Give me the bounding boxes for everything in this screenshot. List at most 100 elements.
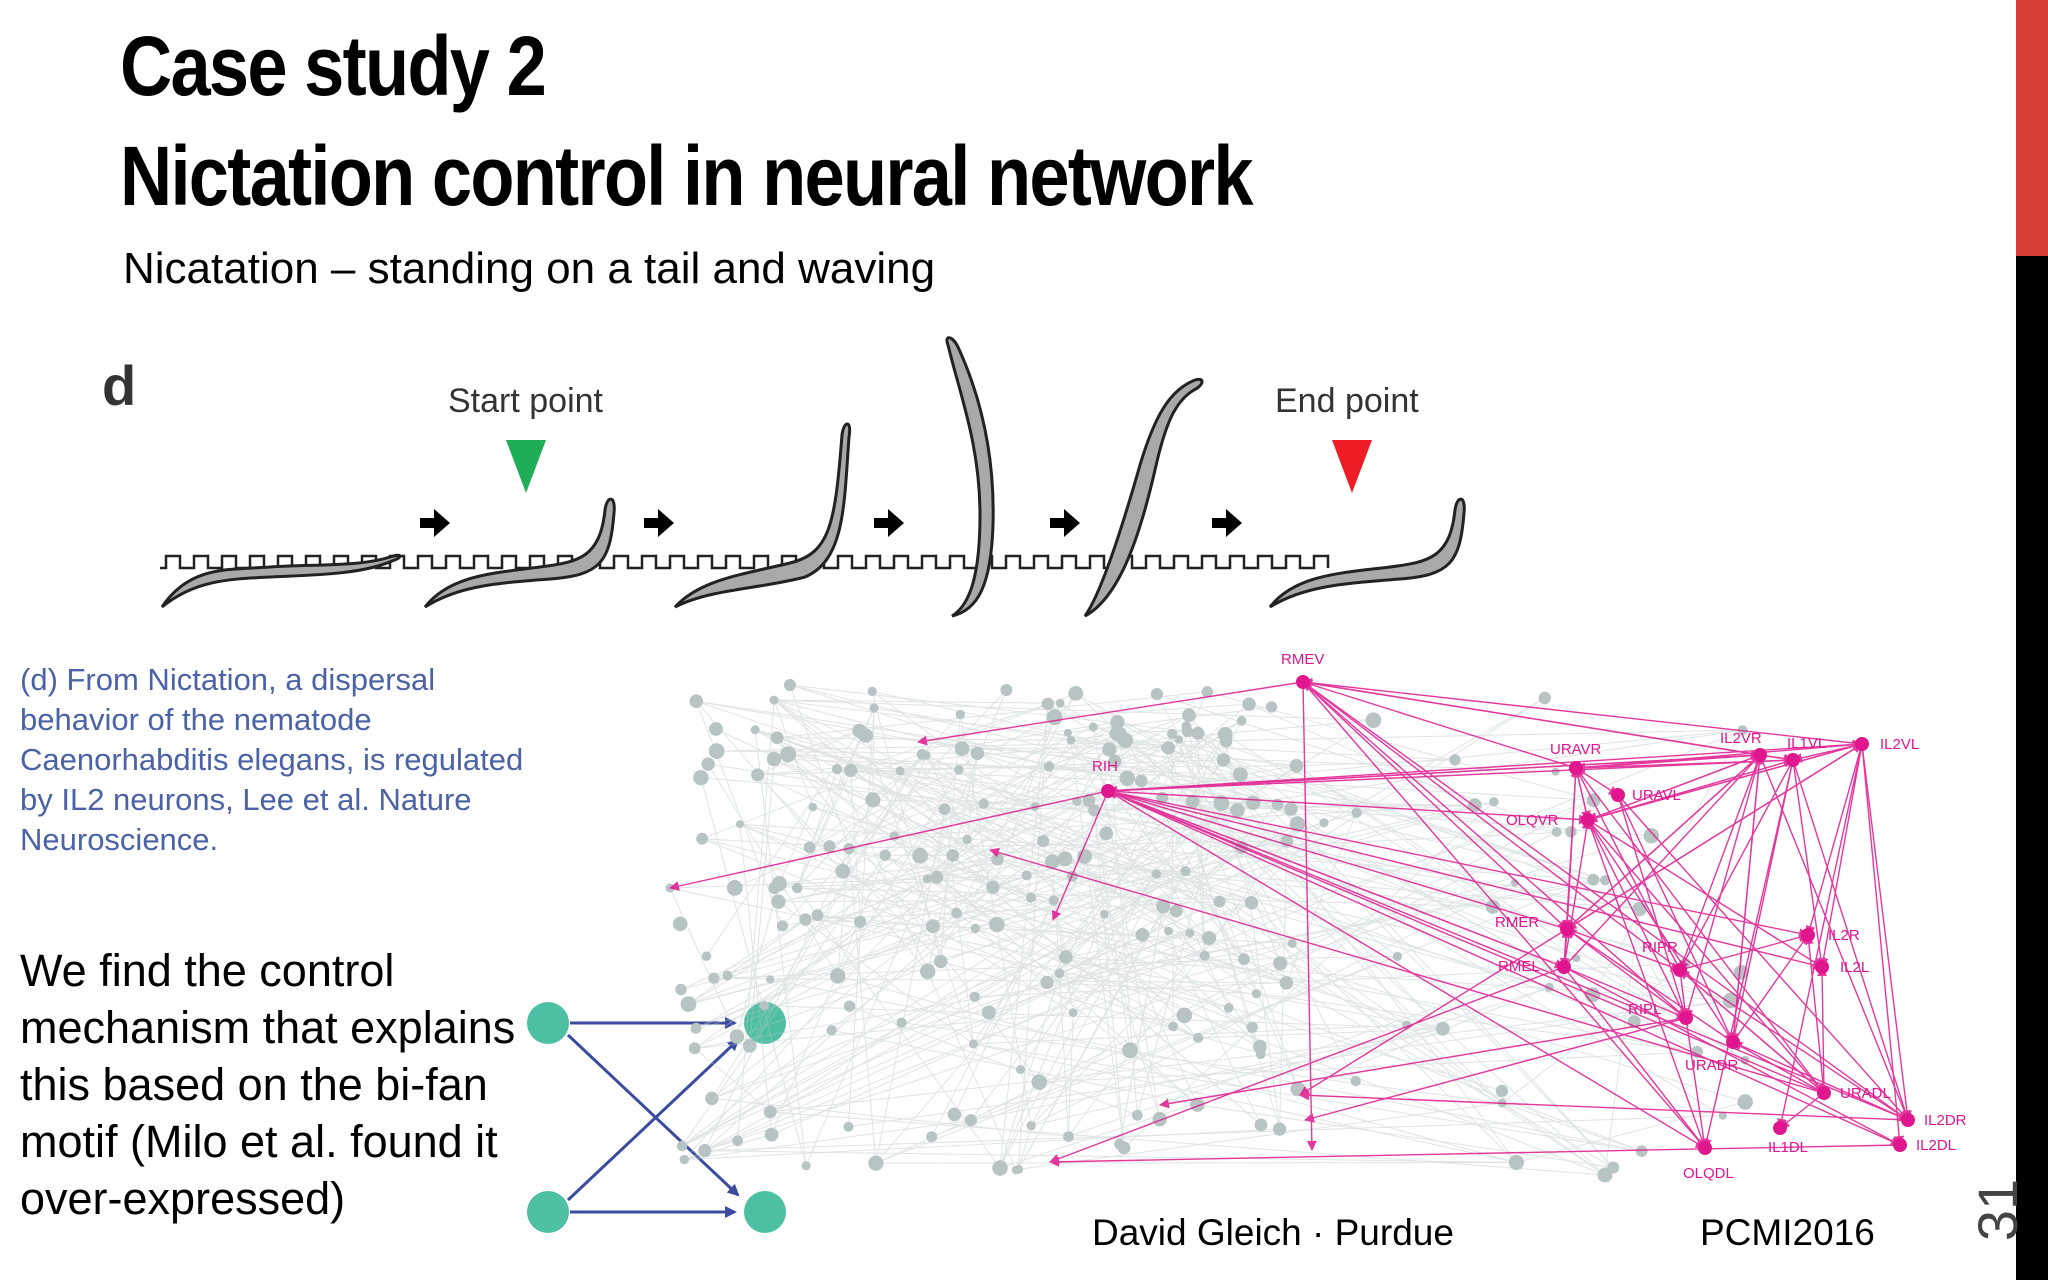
background-edge bbox=[962, 747, 1165, 750]
background-neuron bbox=[679, 1154, 689, 1165]
highlight-edge bbox=[1818, 743, 1863, 968]
highlight-edge bbox=[1566, 928, 1734, 1043]
background-neuron bbox=[698, 1144, 712, 1158]
highlight-edge bbox=[1159, 1017, 1687, 1109]
background-neuron bbox=[1238, 953, 1250, 966]
highlight-nodes bbox=[1101, 675, 1915, 1155]
highlight-edge bbox=[669, 790, 1109, 891]
background-edge bbox=[711, 932, 1190, 1099]
highlight-edge bbox=[1805, 743, 1863, 936]
background-edge bbox=[953, 900, 1055, 1115]
background-edge bbox=[997, 858, 1407, 1026]
neuron-label: OLQDL bbox=[1683, 1165, 1734, 1182]
background-neuron bbox=[1223, 1002, 1234, 1013]
background-edge bbox=[1068, 1012, 1074, 1137]
background-edge bbox=[921, 753, 1199, 1039]
background-edge bbox=[848, 1000, 1731, 1128]
highlight-edge bbox=[1107, 790, 1809, 939]
highlight-edge bbox=[1617, 794, 1689, 1019]
background-neuron bbox=[1718, 1111, 1727, 1120]
highlight-edge bbox=[1732, 754, 1765, 1043]
background-edge bbox=[1064, 858, 1614, 1168]
background-edge bbox=[1084, 856, 1161, 1120]
background-edge bbox=[773, 758, 1253, 1028]
background-edge bbox=[1046, 697, 1546, 983]
background-edge bbox=[1188, 715, 1206, 956]
background-neuron bbox=[970, 923, 980, 934]
neuron-uravr bbox=[1569, 761, 1583, 775]
neuron-il2l bbox=[1815, 960, 1829, 974]
background-edge bbox=[778, 806, 814, 884]
background-neuron bbox=[1185, 928, 1195, 938]
background-edge bbox=[695, 700, 929, 972]
neuron-label: URAVR bbox=[1550, 741, 1602, 758]
background-edge bbox=[1084, 856, 1198, 1105]
background-nodes bbox=[665, 679, 1753, 1183]
background-edge bbox=[1072, 958, 1245, 1014]
background-neuron bbox=[955, 709, 965, 720]
background-neuron bbox=[1046, 709, 1063, 726]
background-edge bbox=[1576, 957, 1746, 1061]
background-edge bbox=[755, 729, 1186, 872]
body-line: We find the control bbox=[20, 945, 395, 996]
background-neuron bbox=[969, 991, 980, 1002]
background-edge bbox=[1084, 856, 1731, 1001]
background-neuron bbox=[831, 763, 843, 775]
background-edge bbox=[773, 758, 1241, 776]
background-edge bbox=[973, 1043, 1517, 1163]
background-edge bbox=[1241, 831, 1572, 848]
neuron-label: RIPR bbox=[1642, 939, 1678, 956]
background-edge bbox=[1075, 693, 1606, 1176]
background-neuron bbox=[1185, 794, 1200, 809]
background-neuron bbox=[1273, 956, 1288, 971]
bifan-motif-diagram bbox=[527, 1002, 786, 1233]
background-edge bbox=[871, 690, 1164, 907]
worm-3 bbox=[673, 422, 852, 609]
slide-title-line1: Case study 2 bbox=[120, 19, 547, 113]
background-edge bbox=[694, 801, 1495, 1030]
background-neuron bbox=[895, 766, 905, 776]
background-neuron bbox=[925, 919, 940, 934]
motif-node bbox=[744, 1002, 786, 1044]
background-edge bbox=[1197, 733, 1206, 956]
background-neuron bbox=[1099, 826, 1114, 841]
slide-subtitle: Nicatation – standing on a tail and wavi… bbox=[123, 244, 936, 293]
highlight-edge bbox=[1776, 743, 1863, 1129]
body-line: this based on the bi-fan bbox=[20, 1059, 488, 1110]
background-edge bbox=[1046, 734, 1226, 983]
background-edge bbox=[797, 887, 1493, 908]
background-edge bbox=[1046, 802, 1222, 983]
background-edge bbox=[1018, 1125, 1032, 1170]
background-neuron bbox=[1156, 899, 1171, 914]
background-neuron bbox=[688, 1042, 701, 1055]
background-edge bbox=[956, 693, 1077, 914]
background-neuron bbox=[1508, 1154, 1524, 1171]
background-neuron bbox=[1037, 834, 1050, 848]
sidebar-accent-red bbox=[2016, 0, 2048, 256]
highlight-edge bbox=[1563, 966, 1687, 1020]
highlight-edge bbox=[1302, 681, 1317, 1151]
background-edge bbox=[970, 873, 1157, 1121]
background-neuron bbox=[1180, 866, 1191, 877]
background-neuron bbox=[801, 1161, 811, 1171]
background-edge bbox=[1197, 732, 1640, 910]
background-neuron bbox=[823, 840, 836, 853]
background-edge bbox=[704, 823, 1298, 1152]
background-edge bbox=[837, 769, 960, 977]
neuron-ripr bbox=[1673, 963, 1687, 977]
background-neuron bbox=[946, 849, 959, 862]
neuron-label: URADR bbox=[1685, 1057, 1739, 1074]
background-edge bbox=[875, 955, 1398, 1164]
background-neuron bbox=[1031, 1074, 1048, 1090]
neuron-label: IL2DR bbox=[1924, 1112, 1967, 1129]
highlight-edge bbox=[1759, 754, 1910, 1121]
background-edge bbox=[1296, 759, 1456, 767]
background-neuron bbox=[1016, 1065, 1025, 1074]
background-edge bbox=[1076, 800, 1606, 1176]
background-edge bbox=[773, 699, 984, 805]
background-edge bbox=[713, 977, 1287, 984]
background-edge bbox=[848, 848, 957, 914]
background-neuron bbox=[735, 820, 744, 829]
background-neuron bbox=[689, 694, 704, 708]
